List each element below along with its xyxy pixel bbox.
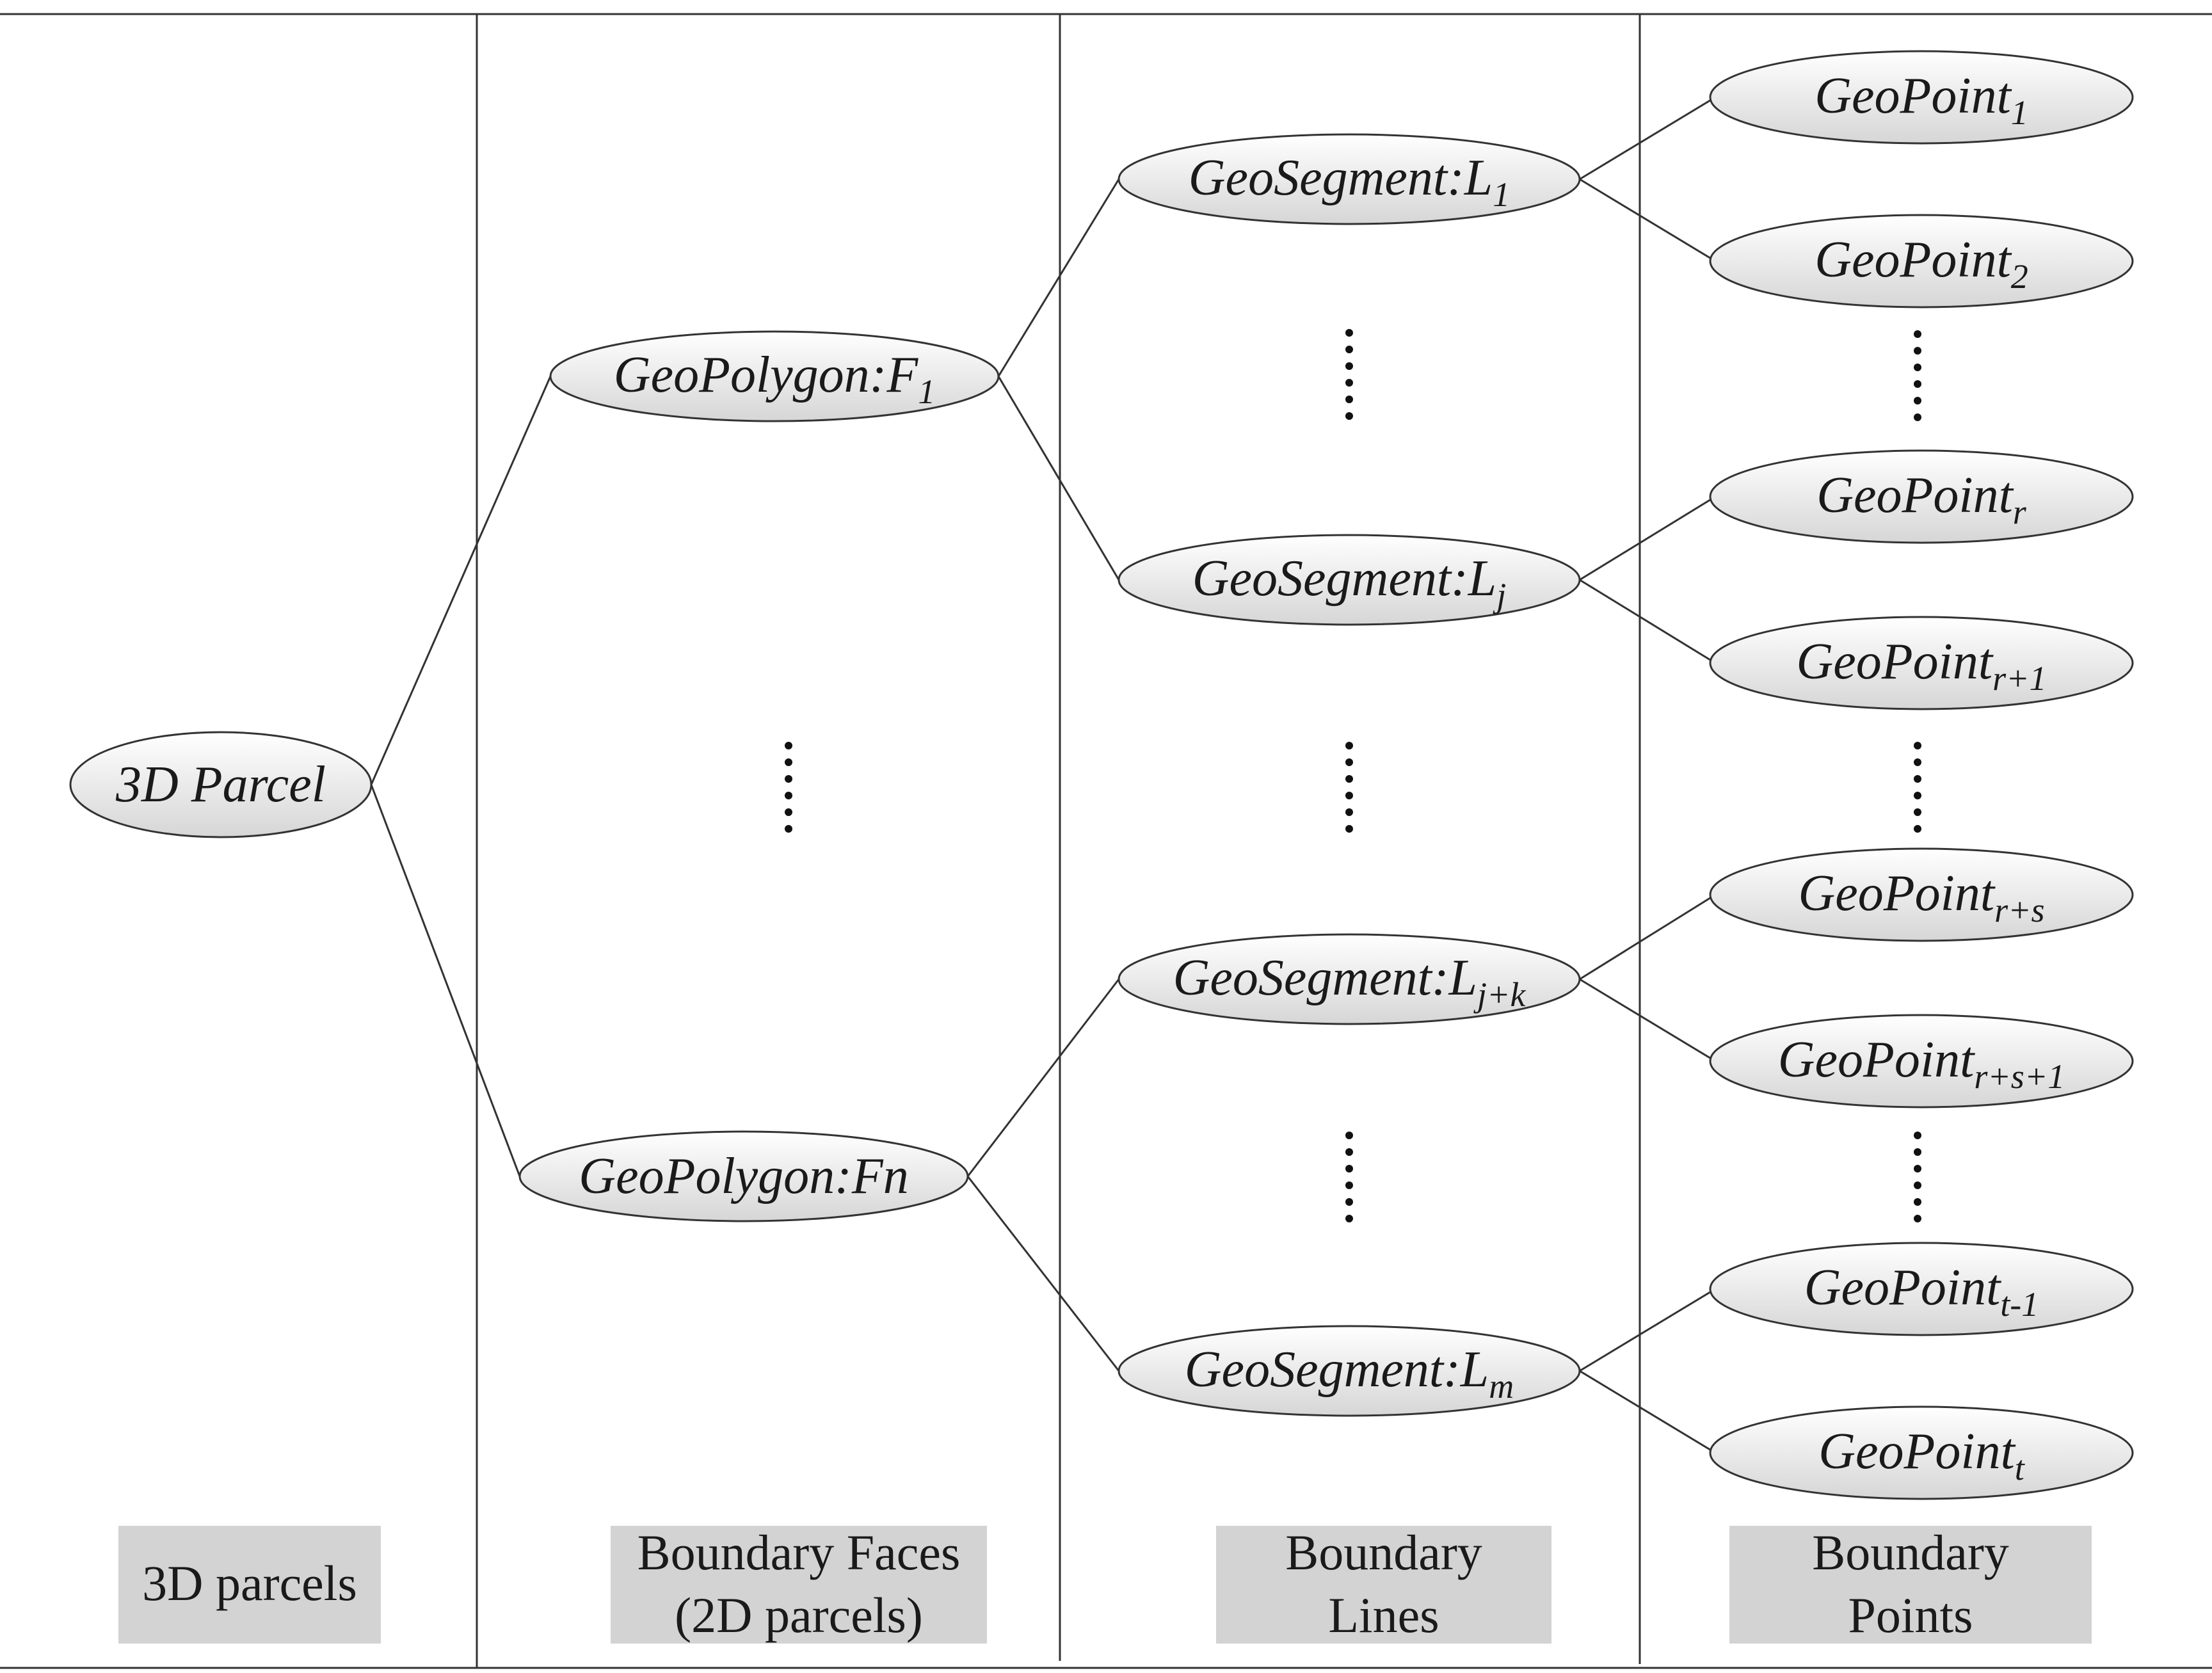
ellipsis-points-3 [1914,1132,1921,1222]
node-geosegment-lj [1118,534,1581,626]
column-label-parcels: 3D parcels [142,1555,357,1611]
edge-fn-lm [966,1176,1120,1372]
edge-parcel-f1 [370,376,552,785]
node-geosegment-lm [1118,1325,1581,1417]
label-3d-parcel: 3D Parcel [115,756,326,813]
column-label-box-faces [611,1526,987,1644]
column-label-points-line1: Boundary [1812,1525,2009,1580]
label-geopolygon-f1: GeoPolygon:F1 [614,347,935,411]
ellipsis-points-2 [1914,742,1921,833]
label-geosegment-lj: GeoSegment:Lj [1192,550,1506,614]
node-geosegment-ljk [1118,933,1581,1025]
edge-lm-pt1 [1579,1288,1716,1372]
label-geopolygon-fn: GeoPolygon:Fn [579,1148,908,1205]
column-label-lines-line1: Boundary [1285,1525,1482,1580]
column-label-box-points [1729,1526,2092,1644]
edge-ljk-prs1 [1579,978,1716,1062]
label-geosegment-ljk: GeoSegment:Lj+k [1173,950,1527,1014]
edge-ljk-prs [1579,893,1716,981]
node-3d-parcel [69,731,373,838]
ellipsis-points-1 [1914,330,1921,421]
label-geopoint-rs: GeoPointr+s [1798,865,2044,929]
edge-lj-pr1 [1579,579,1716,664]
edge-lm-pt [1579,1370,1716,1454]
column-label-box-parcels [118,1526,381,1644]
node-geopoint-r [1709,449,2134,544]
node-geopoint-t1 [1709,1242,2134,1336]
edge-fn-ljk [966,979,1120,1177]
node-geopoint-2 [1709,214,2134,308]
column-label-lines-line2: Lines [1328,1587,1439,1643]
ellipsis-lines-1 [1345,329,1353,420]
node-geopolygon-f1 [549,330,1000,422]
edge-f1-l1 [997,179,1120,377]
label-geopoint-t1: GeoPointt-1 [1804,1260,2039,1324]
label-geopoint-t: GeoPointt [1818,1423,2026,1487]
label-geopoint-r: GeoPointr [1816,467,2027,531]
label-geopoint-rs1: GeoPointr+s+1 [1778,1032,2065,1096]
label-geosegment-lm: GeoSegment:Lm [1185,1341,1514,1405]
ellipsis-faces [785,742,792,833]
node-geopoint-r1 [1709,616,2134,710]
edge-parcel-fn [370,784,521,1177]
edge-l1-p2 [1579,178,1716,262]
edge-lj-pr [1579,495,1716,581]
column-label-points-line2: Points [1848,1587,1973,1643]
ellipsis-lines-2 [1345,742,1353,833]
label-geopoint-2: GeoPoint2 [1815,232,2028,296]
label-geosegment-l1: GeoSegment:L1 [1189,150,1510,214]
edge-l1-p1 [1579,96,1716,180]
label-geopoint-r1: GeoPointr+1 [1796,634,2046,698]
edge-f1-lj [997,376,1120,580]
column-label-faces-line2: (2D parcels) [675,1587,923,1643]
node-geopoint-1 [1709,50,2134,145]
node-geopoint-rs1 [1709,1014,2134,1109]
column-label-box-lines [1216,1526,1551,1644]
ellipsis-lines-3 [1345,1132,1353,1222]
node-geopoint-rs [1709,847,2134,942]
column-label-faces-line1: Boundary Faces [637,1525,961,1580]
node-geopoint-t [1709,1405,2134,1500]
node-geopolygon-fn [518,1130,969,1222]
label-geopoint-1: GeoPoint1 [1815,68,2028,132]
node-geosegment-l1 [1118,133,1581,225]
